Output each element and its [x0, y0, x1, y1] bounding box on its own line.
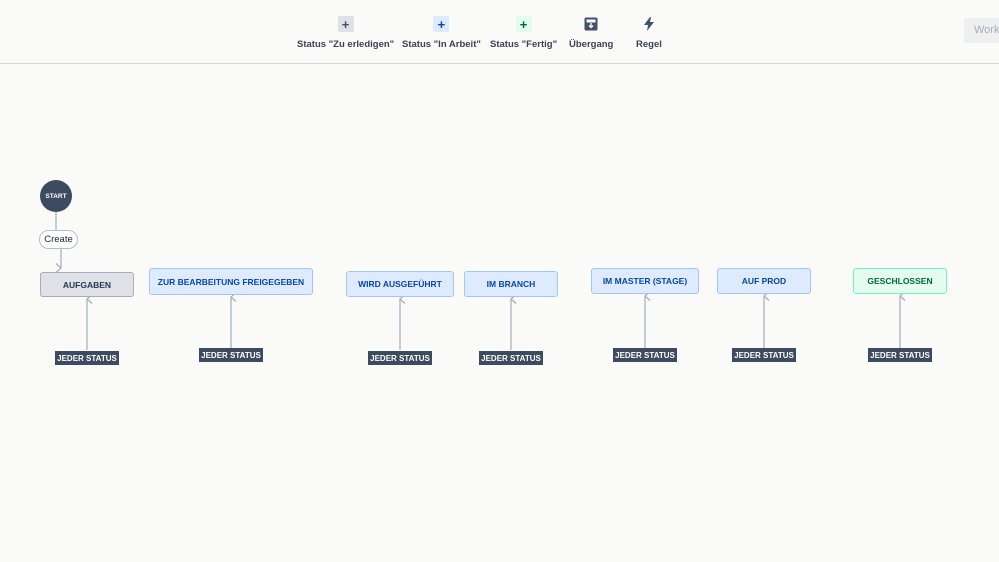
add-rule-label: Regel — [636, 39, 662, 50]
status-zur-bearbeitung-freigegeben[interactable]: ZUR BEARBEITUNG FREIGEGEBEN — [149, 268, 313, 295]
plus-icon: + — [515, 16, 532, 32]
add-inprogress-status-label: Status "In Arbeit" — [402, 39, 481, 50]
status-im-branch[interactable]: IM BRANCH — [464, 271, 558, 297]
create-transition[interactable]: Create — [39, 230, 78, 249]
plus-icon: + — [433, 16, 450, 32]
workflow-button[interactable]: Workflow — [964, 18, 999, 43]
status-auf-prod[interactable]: AUF PROD — [717, 268, 811, 294]
plus-icon: + — [337, 16, 354, 32]
any-status-label-im-branch[interactable]: JEDER STATUS — [479, 351, 543, 365]
add-rule-button[interactable]: Regel — [636, 16, 662, 50]
add-transition-label: Übergang — [569, 39, 614, 50]
status-im-master-stage[interactable]: IM MASTER (STAGE) — [591, 268, 699, 294]
any-status-label-geschlossen[interactable]: JEDER STATUS — [868, 348, 932, 362]
any-status-label-wird-ausgefuehrt[interactable]: JEDER STATUS — [368, 351, 432, 365]
add-done-status-button[interactable]: + Status "Fertig" — [490, 16, 557, 50]
any-status-label-auf-prod[interactable]: JEDER STATUS — [732, 348, 796, 362]
any-status-label-zur-bearbeitung[interactable]: JEDER STATUS — [199, 348, 263, 362]
start-node: START — [40, 180, 72, 212]
any-status-label-aufgaben[interactable]: JEDER STATUS — [55, 351, 119, 365]
connector-lines — [55, 212, 906, 350]
transition-icon — [583, 16, 599, 32]
status-wird-ausgefuehrt[interactable]: WIRD AUSGEFÜHRT — [346, 271, 454, 297]
any-status-label-im-master[interactable]: JEDER STATUS — [613, 348, 677, 362]
add-transition-button[interactable]: Übergang — [569, 16, 613, 50]
add-inprogress-status-button[interactable]: + Status "In Arbeit" — [402, 16, 481, 50]
status-aufgaben[interactable]: AUFGABEN — [40, 272, 134, 297]
toolbar: + Status "Zu erledigen" + Status "In Arb… — [0, 0, 999, 64]
status-geschlossen[interactable]: GESCHLOSSEN — [853, 268, 947, 294]
add-todo-status-button[interactable]: + Status "Zu erledigen" — [297, 16, 394, 50]
add-todo-status-label: Status "Zu erledigen" — [297, 39, 395, 50]
add-done-status-label: Status "Fertig" — [490, 39, 558, 50]
lightning-icon — [641, 16, 657, 32]
workflow-canvas[interactable]: START Create AUFGABEN ZUR BEARBEITUNG FR… — [0, 64, 999, 562]
